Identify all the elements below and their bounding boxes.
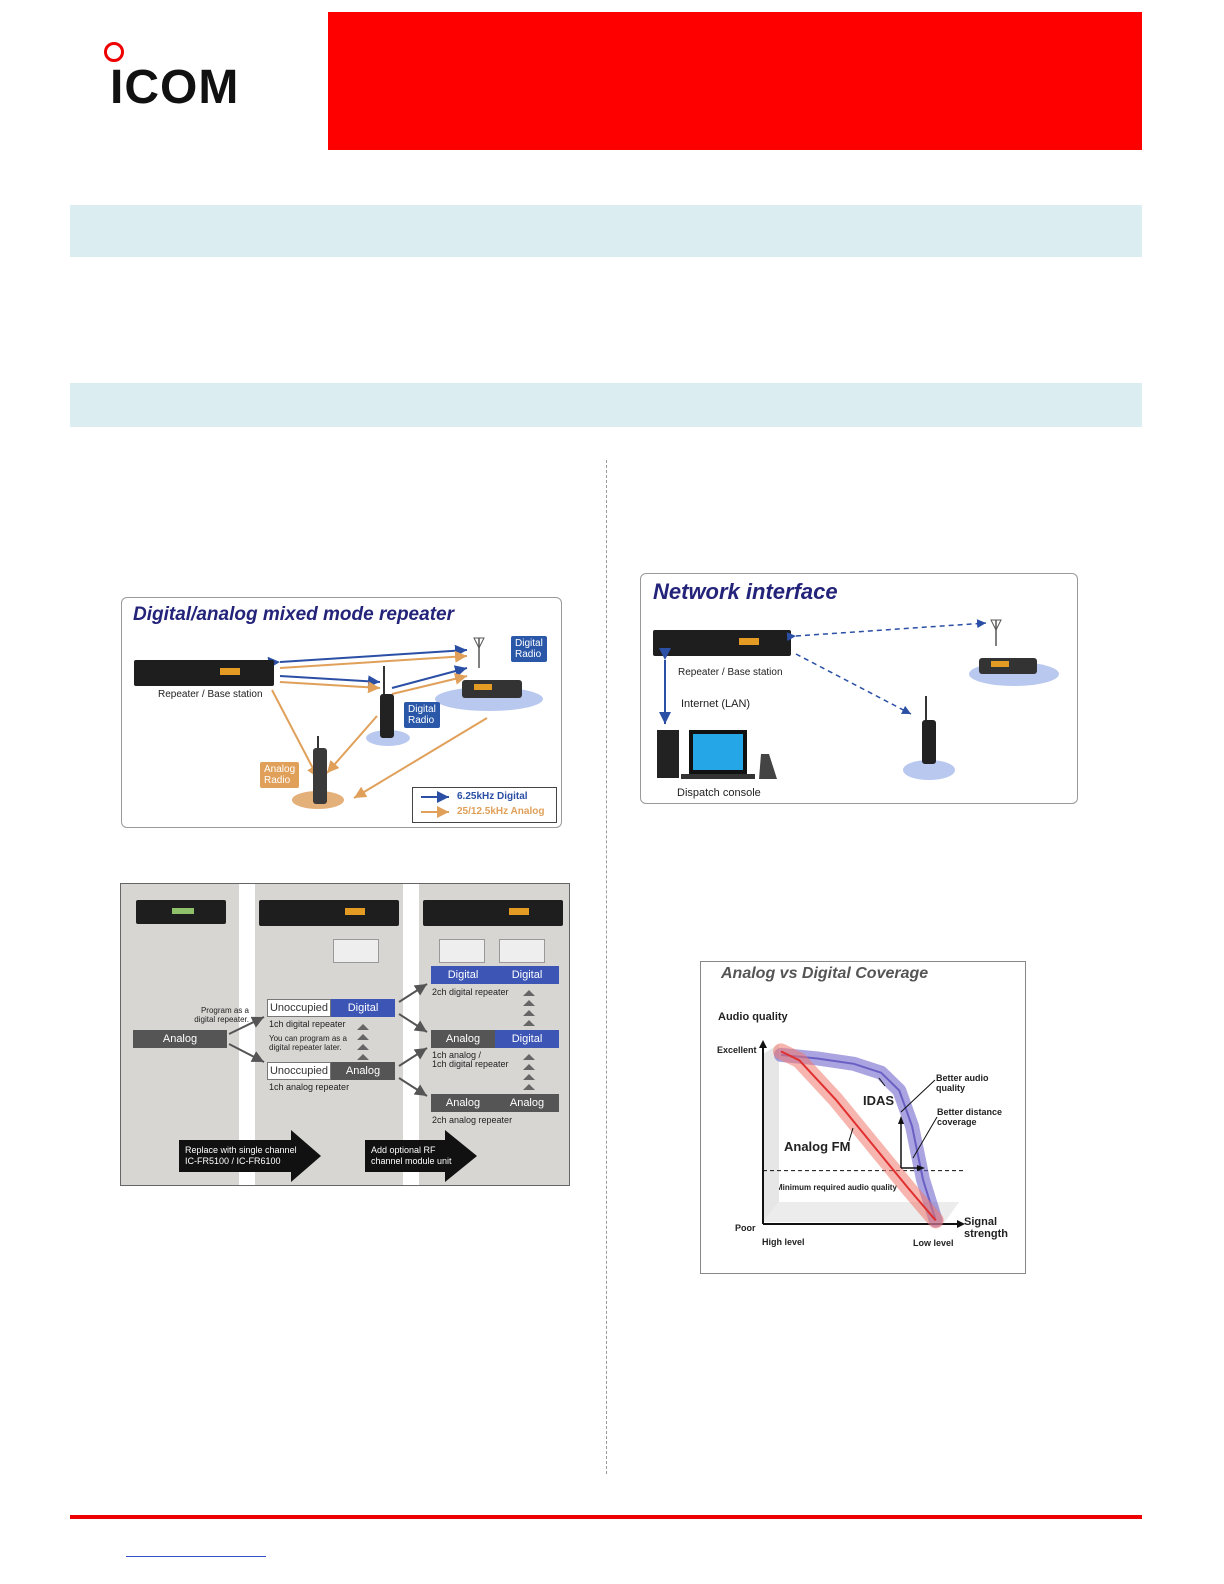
- footer-red-line: [70, 1515, 1142, 1519]
- legend-analog: 25/12.5kHz Analog: [457, 806, 545, 817]
- series-label-idas: IDAS: [863, 1093, 895, 1108]
- caption-1ch-analog: 1ch analog repeater: [269, 1082, 350, 1092]
- arrow-replace-label: Replace with single channel IC-FR5100 / …: [185, 1145, 297, 1166]
- caption-mixed: 1ch analog / 1ch digital repeater: [432, 1050, 509, 1069]
- later-note: You can program as a digital repeater la…: [269, 1034, 347, 1052]
- network-repeater-icon: [653, 630, 791, 656]
- header-red-banner: [328, 12, 1142, 150]
- program-note: Program as a digital repeater.: [194, 1006, 249, 1024]
- network-title: Network interface: [653, 579, 838, 604]
- dd-right-box: Digital: [495, 966, 559, 984]
- ytick-excellent: Excellent: [717, 1045, 757, 1055]
- column-divider: [606, 460, 607, 1474]
- analog-start-box: Analog: [133, 1030, 227, 1048]
- rf-module-icon-2: [439, 939, 485, 963]
- internet-label: Internet (LAN): [681, 698, 751, 710]
- upgrade-column-gap-2: [403, 884, 419, 1185]
- repeater-device-icon: [134, 660, 274, 686]
- icom-logo: ICOM: [104, 42, 254, 114]
- chart-title: Analog vs Digital Coverage: [721, 965, 929, 982]
- series-line-idas: [780, 1053, 937, 1221]
- upgrade-column-gap-1: [239, 884, 255, 1185]
- coverage-chart: Analog vs Digital Coverage Audio quality…: [700, 961, 1026, 1274]
- analog-radio-tag: Analog Radio: [260, 762, 300, 788]
- upgrade-arrows: [179, 983, 535, 1182]
- mixed-mode-diagram: Digital/analog mixed mode repeater Repea…: [121, 597, 562, 828]
- digital-radio-tag-2: Digital Radio: [404, 702, 440, 728]
- legend-arrows: [421, 791, 449, 818]
- unoccupied-box-1: Unoccupied: [267, 999, 331, 1017]
- xtick-low: Low level: [913, 1238, 954, 1248]
- rf-module-icon: [333, 939, 379, 963]
- unoccupied-box-2: Unoccupied: [267, 1062, 331, 1080]
- mixed-repeater-label: Repeater / Base station: [158, 689, 263, 700]
- dd-left-box: Digital: [431, 966, 495, 984]
- ytick-poor: Poor: [735, 1223, 756, 1233]
- series-label-analog: Analog FM: [784, 1139, 851, 1154]
- section-band-1: [70, 205, 1142, 257]
- console-label: Dispatch console: [677, 787, 761, 799]
- ad-right-box: Digital: [495, 1030, 559, 1048]
- mixed-mode-links: [267, 637, 543, 809]
- annotation-better-audio: Better audio quality: [936, 1073, 989, 1093]
- mixed-legend: 6.25kHz Digital 25/12.5kHz Analog: [412, 787, 557, 823]
- logo-ring-icon: [104, 42, 124, 62]
- network-interface-diagram: Network interface Repeater / Base statio…: [640, 573, 1078, 804]
- caption-2ch-digital: 2ch digital repeater: [432, 987, 509, 997]
- section-band-2: [70, 383, 1142, 427]
- series-line-analog-fm: [780, 1050, 937, 1222]
- annotation-minimum: Minimum required audio quality: [776, 1183, 897, 1192]
- analog-box-2: Analog: [331, 1062, 395, 1080]
- rf-module-icon-3: [499, 939, 545, 963]
- arrow-add-label: Add optional RF channel module unit: [371, 1145, 452, 1166]
- chart-xlabel: Signal strength: [964, 1216, 1008, 1240]
- legend-digital: 6.25kHz Digital: [457, 791, 528, 802]
- digital-box-1: Digital: [331, 999, 395, 1017]
- caption-2ch-analog: 2ch analog repeater: [432, 1115, 513, 1125]
- aa-right-box: Analog: [495, 1094, 559, 1112]
- network-repeater-label: Repeater / Base station: [678, 667, 783, 678]
- xtick-high: High level: [762, 1237, 805, 1247]
- new-repeater-icon-2: [423, 900, 563, 926]
- annotation-better-distance: Better distance coverage: [937, 1107, 1003, 1127]
- ad-left-box: Analog: [431, 1030, 495, 1048]
- mixed-mode-title: Digital/analog mixed mode repeater: [133, 604, 454, 625]
- chart-ylabel: Audio quality: [718, 1011, 788, 1023]
- network-links: [657, 619, 1059, 780]
- chart-plot: [759, 1040, 965, 1229]
- legacy-repeater-icon: [136, 900, 226, 924]
- aa-left-box: Analog: [431, 1094, 495, 1112]
- upgrade-path-diagram: Analog Program as a digital repeater. Un…: [120, 883, 570, 1186]
- new-repeater-icon: [259, 900, 399, 926]
- footer-link-underline[interactable]: [126, 1556, 266, 1557]
- caption-1ch-digital: 1ch digital repeater: [269, 1019, 346, 1029]
- logo-wordmark: ICOM: [110, 61, 240, 114]
- digital-radio-tag-1: Digital Radio: [511, 636, 547, 662]
